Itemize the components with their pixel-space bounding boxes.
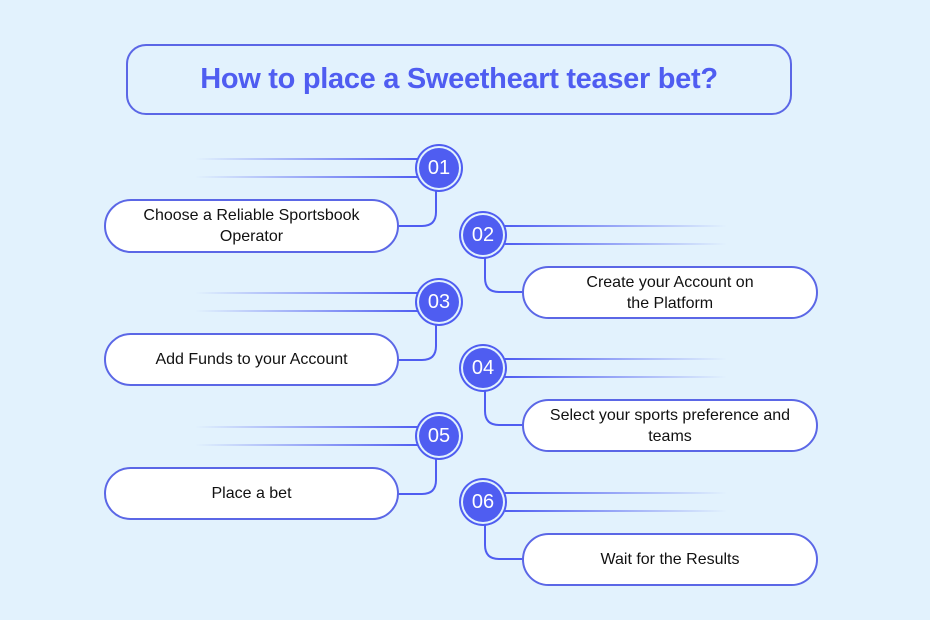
step-6-label: Wait for the Results: [600, 551, 740, 568]
step-1-streak-top: [195, 158, 419, 160]
step-3-connector: [398, 323, 437, 361]
step-6-connector: [484, 523, 523, 560]
step-6-streak-bottom: [505, 510, 727, 512]
step-4-label: Select your sports preference and teams: [549, 406, 791, 445]
step-1-box: Choose a Reliable Sportsbook Operator: [104, 199, 399, 253]
step-2-label: Create your Account on the Platform: [586, 273, 754, 312]
step-4-streak-bottom: [505, 376, 727, 378]
step-1-number-badge: 01: [419, 148, 459, 188]
step-5-number-badge: 05: [419, 416, 459, 456]
step-4-connector: [484, 389, 523, 426]
step-5-label: Place a bet: [211, 485, 292, 502]
step-1-connector: [398, 189, 437, 227]
step-3-box: Add Funds to your Account: [104, 333, 399, 386]
page-title: How to place a Sweetheart teaser bet?: [200, 63, 718, 95]
step-1-streak-bottom: [195, 176, 419, 178]
step-3-streak-bottom: [195, 310, 419, 312]
step-4-number-badge: 04: [463, 348, 503, 388]
step-5-box: Place a bet: [104, 467, 399, 520]
step-2-streak-bottom: [505, 243, 727, 245]
step-3-streak-top: [195, 292, 419, 294]
step-5-streak-bottom: [195, 444, 419, 446]
step-6-box: Wait for the Results: [522, 533, 818, 586]
title-box: How to place a Sweetheart teaser bet?: [126, 44, 792, 115]
step-5-streak-top: [195, 426, 419, 428]
step-3-number-badge: 03: [419, 282, 459, 322]
step-2-connector: [484, 256, 523, 293]
step-2-streak-top: [505, 225, 727, 227]
step-6-number-badge: 06: [463, 482, 503, 522]
step-2-box: Create your Account on the Platform: [522, 266, 818, 319]
step-1-label: Choose a Reliable Sportsbook Operator: [143, 207, 360, 245]
step-3-label: Add Funds to your Account: [155, 351, 348, 368]
step-6-streak-top: [505, 492, 727, 494]
step-5-connector: [398, 457, 437, 495]
step-4-box: Select your sports preference and teams: [522, 399, 818, 452]
step-4-streak-top: [505, 358, 727, 360]
step-2-number-badge: 02: [463, 215, 503, 255]
